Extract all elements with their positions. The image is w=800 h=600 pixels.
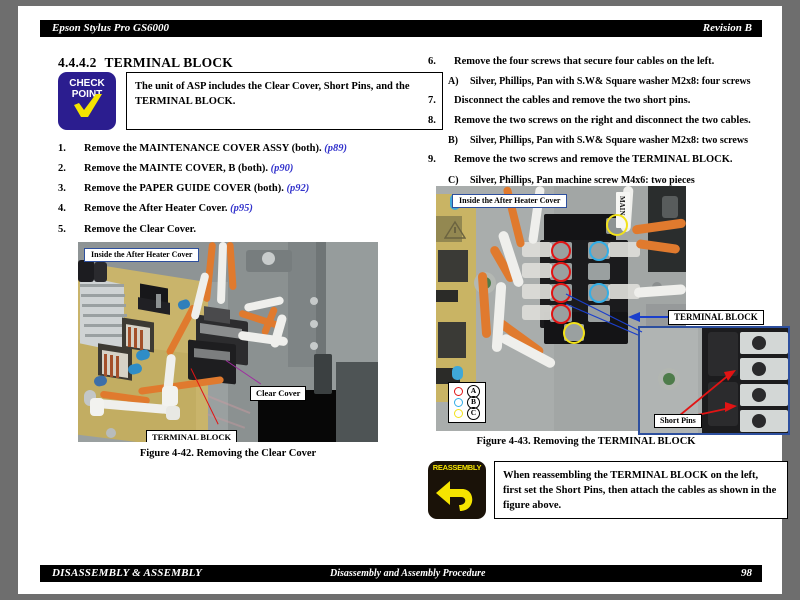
reassembly-icon: REASSEMBLY <box>428 461 486 519</box>
u-turn-arrow-icon <box>436 481 473 511</box>
header-title: Epson Stylus Pro GS6000 <box>52 22 170 34</box>
checkpoint-text: The unit of ASP includes the Clear Cover… <box>126 72 443 130</box>
procedure-step: 4. Remove the After Heater Cover. (p95) <box>58 202 408 216</box>
step-page-reference[interactable]: (p95) <box>227 203 253 215</box>
procedure-step: B) Silver, Phillips, Pan with S.W& Square… <box>428 134 788 147</box>
page-number: 98 <box>741 567 752 579</box>
step-marker: 8. <box>428 115 436 127</box>
step-text: Remove the Clear Cover. <box>84 223 196 235</box>
footer-chapter: DISASSEMBLY & ASSEMBLY <box>52 567 203 579</box>
check-point-icon-line2: POINT <box>71 88 103 100</box>
highlight-legend: A B C <box>448 382 486 423</box>
legend-ring-a <box>454 387 463 396</box>
section-number: 4.4.4.2 <box>58 55 97 70</box>
legend-row-a: A <box>454 385 480 398</box>
section-title: TERMINAL BLOCK <box>104 55 233 70</box>
procedure-steps-left: 1. Remove the MAINTENANCE COVER ASSY (bot… <box>58 142 408 243</box>
header-revision: Revision B <box>702 22 752 34</box>
highlight-ring-a3 <box>551 283 571 303</box>
cable-tag: MAIN <box>616 192 630 228</box>
checkmark-icon <box>74 94 102 117</box>
step-marker: 5. <box>58 223 66 235</box>
step-page-reference[interactable]: (p90) <box>268 163 294 175</box>
step-marker: 6. <box>428 56 436 67</box>
legend-letter-c: C <box>467 407 480 420</box>
highlight-ring-a4 <box>551 304 571 324</box>
highlight-ring-c2 <box>563 322 585 344</box>
step-text: Silver, Phillips, Pan with S.W& Square w… <box>470 135 748 147</box>
figure-4-43-caption: Figure 4-43. Removing the TERMINAL BLOCK <box>476 436 696 447</box>
procedure-step: A) Silver, Phillips, Pan with S.W& Square… <box>428 75 788 88</box>
highlight-ring-a2 <box>551 262 571 282</box>
procedure-step: 1. Remove the MAINTENANCE COVER ASSY (bot… <box>58 142 408 156</box>
step-text: Remove the MAINTE COVER, B (both). <box>84 163 269 175</box>
step-text: Remove the four screws that secure four … <box>454 56 715 67</box>
legend-ring-c <box>454 409 463 418</box>
step-page-reference[interactable]: (p92) <box>283 183 310 195</box>
step-text: Disconnect the cables and remove the two… <box>454 95 691 107</box>
figure-4-42-caption: Figure 4-42. Removing the Clear Cover <box>139 448 317 459</box>
callout-terminal-block-left: TERMINAL BLOCK <box>146 430 238 442</box>
step-text: Remove the PAPER GUIDE COVER (both). <box>84 183 284 195</box>
leader-inset-link <box>565 293 643 336</box>
step-text: Silver, Phillips, Pan machine screw M4x6… <box>470 174 695 186</box>
step-text: Remove the two screws and remove the TER… <box>454 154 733 166</box>
step-text: Remove the two screws on the right and d… <box>454 115 751 127</box>
check-point-icon-line1: CHECK <box>69 78 105 89</box>
reassembly-text: When reassembling the TERMINAL BLOCK on … <box>494 461 788 519</box>
page-header: Epson Stylus Pro GS6000 Revision B <box>40 20 762 37</box>
reassembly-icon-label: REASSEMBLY <box>432 463 482 472</box>
step-marker: C) <box>448 174 459 186</box>
procedure-step: 9. Remove the two screws and remove the T… <box>428 153 788 167</box>
procedure-step: 6. Remove the four screws that secure fou… <box>428 55 788 69</box>
highlight-ring-b1 <box>589 241 609 261</box>
procedure-step: C) Silver, Phillips, Pan machine screw M4… <box>428 174 788 187</box>
cable-tag-text: MAIN <box>618 196 626 216</box>
step-text: Silver, Phillips, Pan with S.W& Square w… <box>470 76 751 88</box>
photo-label-inside-after-heater-cover-right: Inside the After Heater Cover <box>452 194 568 208</box>
step-marker: 7. <box>428 95 436 107</box>
highlight-ring-b2 <box>589 283 609 303</box>
step-text: Remove the After Heater Cover. <box>84 203 228 215</box>
page-footer: DISASSEMBLY & ASSEMBLY Disassembly and A… <box>40 565 762 582</box>
step-marker: 9. <box>428 154 436 166</box>
warning-triangle-icon <box>444 220 466 239</box>
procedure-step: 8. Remove the two screws on the right and… <box>428 114 788 128</box>
legend-row-c: C <box>454 407 480 420</box>
procedure-step: 2. Remove the MAINTE COVER, B (both). (p9… <box>58 162 408 176</box>
page-title: 4.4.4.2 TERMINAL BLOCK <box>58 55 233 71</box>
step-page-reference[interactable]: (p89) <box>321 143 347 154</box>
step-marker: 4. <box>58 203 66 215</box>
callout-clear-cover: Clear Cover <box>250 386 307 401</box>
procedure-step: 7. Disconnect the cables and remove the t… <box>428 94 788 108</box>
step-marker: 2. <box>58 163 66 175</box>
callout-short-pins: Short Pins <box>654 414 702 428</box>
highlight-ring-c1 <box>606 214 628 236</box>
photo-label-inside-after-heater-cover-left: Inside the After Heater Cover <box>84 248 200 262</box>
footer-section: Disassembly and Assembly Procedure <box>330 568 486 579</box>
inset-photo-short-pins: Short Pins <box>638 326 790 435</box>
step-marker: 3. <box>58 183 66 195</box>
procedure-step: 5. Remove the Clear Cover. <box>58 223 408 237</box>
manual-page: Epson Stylus Pro GS6000 Revision B 4.4.4… <box>18 6 790 594</box>
step-marker: A) <box>448 76 459 88</box>
check-point-icon: CHECK POINT <box>58 72 116 130</box>
legend-ring-b <box>454 398 463 407</box>
step-marker: 1. <box>58 143 66 154</box>
photo-clear-cover: Inside the After Heater Cover Clear Cove… <box>78 242 378 442</box>
highlight-ring-a1 <box>551 241 571 261</box>
legend-row-b: B <box>454 396 480 409</box>
procedure-step: 3. Remove the PAPER GUIDE COVER (both). (… <box>58 182 408 196</box>
procedure-steps-right: 6. Remove the four screws that secure fou… <box>428 55 788 193</box>
step-text: Remove the MAINTENANCE COVER ASSY (both)… <box>84 143 322 154</box>
callout-terminal-block-right: TERMINAL BLOCK <box>668 310 764 326</box>
step-marker: B) <box>448 135 458 147</box>
